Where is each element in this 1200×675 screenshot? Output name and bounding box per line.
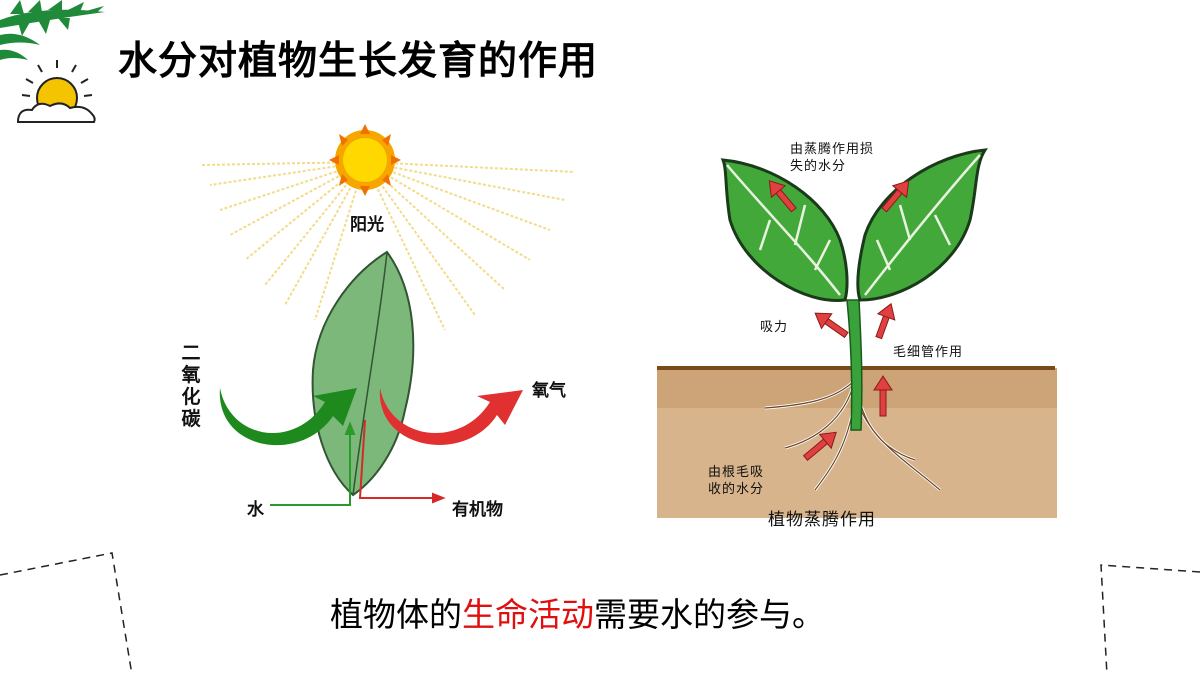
caption-before: 植物体的 xyxy=(330,595,462,634)
sun-icon xyxy=(329,124,401,196)
capillary-label: 毛细管作用 xyxy=(893,345,964,360)
dashed-corner-left xyxy=(0,552,133,675)
caption-highlight: 生命活动 xyxy=(462,595,594,634)
organic-matter-line xyxy=(358,419,446,504)
co2-arrow-icon xyxy=(219,388,357,446)
transpiration-caption: 植物蒸腾作用 xyxy=(768,510,876,530)
transpiration-loss-label-line2: 失的水分 xyxy=(790,159,847,174)
co2-label: 二氧化碳 xyxy=(181,342,201,430)
leaf-icon xyxy=(311,250,415,497)
dashed-corner-right xyxy=(1100,564,1200,675)
palm-leaf-icon xyxy=(0,0,105,60)
suction-label: 吸力 xyxy=(760,320,789,335)
sun-cloud-icon xyxy=(16,60,96,123)
transpiration-loss-label-line1: 由蒸腾作用损 xyxy=(790,142,875,157)
transpiration-diagram xyxy=(657,148,1057,518)
organic-matter-label: 有机物 xyxy=(452,500,503,520)
page-title: 水分对植物生长发育的作用 xyxy=(118,39,599,84)
root-absorb-label-line2: 收的水分 xyxy=(708,482,765,497)
water-flow-line xyxy=(270,421,356,506)
slide-caption: 植物体的生命活动需要水的参与。 xyxy=(330,588,825,636)
sunlight-label: 阳光 xyxy=(350,215,384,235)
root-absorb-label-line1: 由根毛吸 xyxy=(708,465,765,480)
oxygen-arrow-icon xyxy=(379,388,523,445)
stem-icon xyxy=(846,299,863,431)
caption-after: 需要水的参与。 xyxy=(594,595,825,634)
water-label: 水 xyxy=(247,500,264,520)
photosynthesis-diagram xyxy=(199,124,576,506)
corner-decoration xyxy=(0,0,105,123)
oxygen-label: 氧气 xyxy=(532,381,566,401)
water-flow-arrows xyxy=(768,180,910,462)
